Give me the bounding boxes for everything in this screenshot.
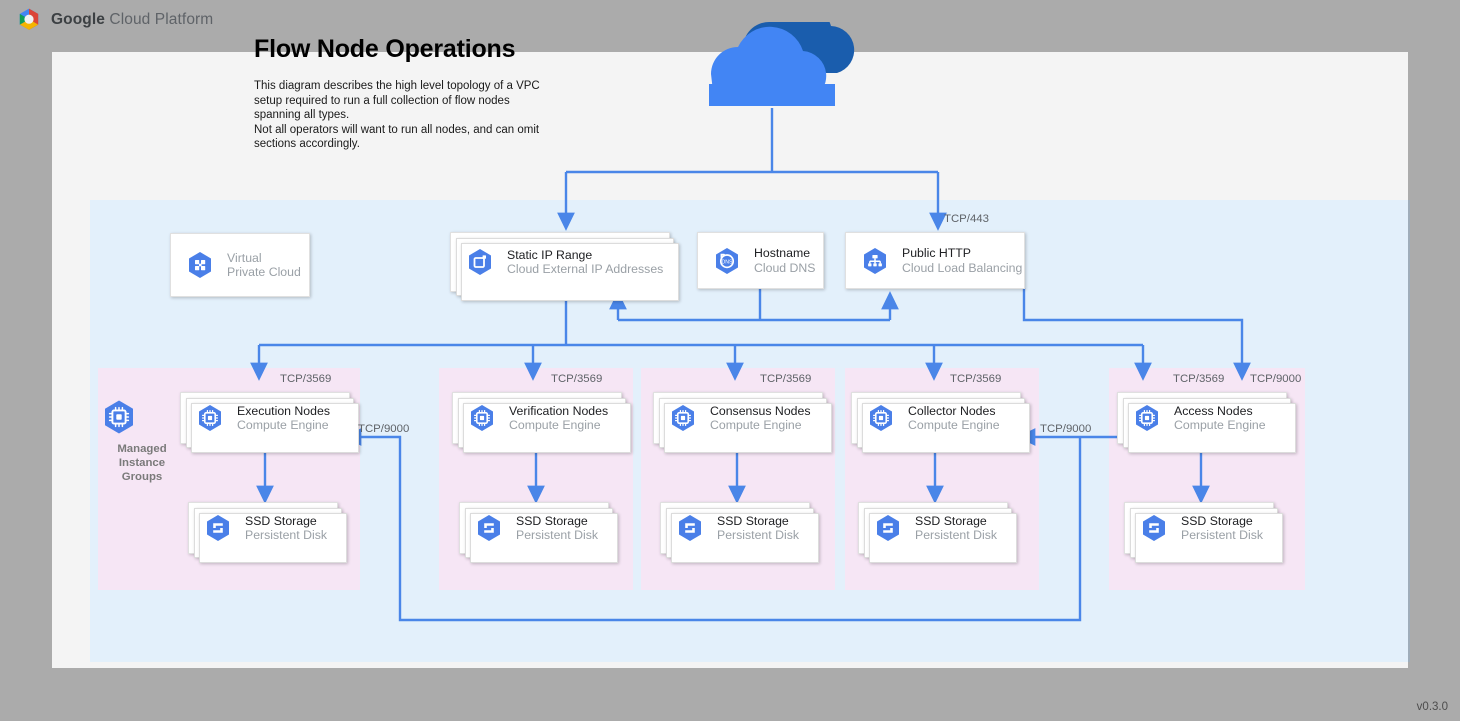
- description-line-2: Not all operators will want to run all n…: [254, 123, 540, 151]
- port-label-exec-3569: TCP/3569: [280, 373, 332, 385]
- service-card-subtitle: Cloud External IP Addresses: [507, 262, 664, 276]
- service-card-text: Virtual Private Cloud: [227, 251, 301, 280]
- service-card-text: Public HTTP Cloud Load Balancing: [902, 246, 1022, 275]
- node-card-title: Verification Nodes: [509, 403, 609, 418]
- storage-card-subtitle: Persistent Disk: [245, 528, 328, 542]
- compute-engine-icon: [100, 398, 184, 436]
- port-label-verif-3569: TCP/3569: [551, 373, 603, 385]
- storage-card-subtitle: Persistent Disk: [717, 528, 800, 542]
- node-card-text: Access Nodes Compute Engine: [1174, 404, 1266, 433]
- node-card-text: Verification Nodes Compute Engine: [509, 404, 608, 433]
- storage-card-title: SSD Storage: [1181, 513, 1253, 528]
- svg-text:DNS: DNS: [722, 259, 733, 265]
- brand-title-bold: Google: [51, 11, 105, 28]
- service-card-subtitle: Private Cloud: [227, 265, 301, 279]
- version-label: v0.3.0: [1416, 701, 1448, 713]
- port-label-coll-9000: TCP/9000: [1040, 423, 1092, 435]
- node-card-subtitle: Compute Engine: [1174, 418, 1266, 432]
- storage-card-subtitle: Persistent Disk: [1181, 528, 1264, 542]
- storage-card-text: SSD Storage Persistent Disk: [516, 514, 598, 543]
- mig-label-line-1: Managed: [117, 443, 167, 455]
- node-card-collector[interactable]: Collector Nodes Compute Engine: [851, 392, 1030, 453]
- port-label-coll-3569: TCP/3569: [950, 373, 1002, 385]
- mig-label-line-2: Instance: [118, 457, 166, 469]
- storage-card-execution[interactable]: SSD Storage Persistent Disk: [188, 502, 347, 563]
- service-card-title: Virtual: [227, 250, 262, 265]
- storage-card-text: SSD Storage Persistent Disk: [915, 514, 997, 543]
- node-card-consensus[interactable]: Consensus Nodes Compute Engine: [653, 392, 832, 453]
- managed-instance-groups-label: Managed Instance Groups: [100, 442, 184, 484]
- storage-card-consensus[interactable]: SSD Storage Persistent Disk: [660, 502, 819, 563]
- brand-title: Google Cloud Platform: [51, 11, 213, 29]
- compute-engine-icon: [1132, 403, 1162, 433]
- brand-title-rest: Cloud Platform: [105, 11, 214, 28]
- storage-card-collector[interactable]: SSD Storage Persistent Disk: [858, 502, 1017, 563]
- port-label-exec-9000: TCP/9000: [358, 423, 410, 435]
- compute-engine-icon: [195, 403, 225, 433]
- managed-instance-groups: Managed Instance Groups: [100, 398, 184, 484]
- storage-card-access[interactable]: SSD Storage Persistent Disk: [1124, 502, 1283, 563]
- description-line-1: This diagram describes the high level to…: [254, 80, 540, 122]
- port-label-access-3569: TCP/3569: [1173, 373, 1225, 385]
- node-card-subtitle: Compute Engine: [908, 418, 1000, 432]
- gcp-brand: Google Cloud Platform: [16, 7, 213, 33]
- storage-card-text: SSD Storage Persistent Disk: [717, 514, 799, 543]
- mig-label-line-3: Groups: [121, 471, 163, 483]
- compute-engine-icon: [866, 403, 896, 433]
- node-card-title: Access Nodes: [1174, 403, 1253, 418]
- vpc-panel-edge: [1408, 200, 1410, 662]
- node-card-execution[interactable]: Execution Nodes Compute Engine: [180, 392, 359, 453]
- node-card-text: Execution Nodes Compute Engine: [237, 404, 330, 433]
- load-balancing-icon: [860, 246, 890, 276]
- storage-card-title: SSD Storage: [717, 513, 789, 528]
- storage-card-text: SSD Storage Persistent Disk: [1181, 514, 1263, 543]
- cloud-dns-icon: DNS: [712, 246, 742, 276]
- storage-card-title: SSD Storage: [516, 513, 588, 528]
- external-ip-icon: [465, 247, 495, 277]
- service-card-title: Static IP Range: [507, 247, 593, 262]
- storage-card-verification[interactable]: SSD Storage Persistent Disk: [459, 502, 618, 563]
- page-description: This diagram describes the high level to…: [254, 79, 544, 152]
- service-card-subtitle: Cloud Load Balancing: [902, 260, 1023, 275]
- node-card-text: Collector Nodes Compute Engine: [908, 404, 1000, 433]
- node-card-access[interactable]: Access Nodes Compute Engine: [1117, 392, 1296, 453]
- google-cloud-hexagon-logo: [16, 7, 42, 33]
- service-card-subtitle: Cloud DNS: [754, 260, 816, 275]
- persistent-disk-icon: [474, 513, 504, 543]
- persistent-disk-icon: [873, 513, 903, 543]
- node-card-text: Consensus Nodes Compute Engine: [710, 404, 810, 433]
- port-label-cons-3569: TCP/3569: [760, 373, 812, 385]
- persistent-disk-icon: [203, 513, 233, 543]
- node-card-verification[interactable]: Verification Nodes Compute Engine: [452, 392, 631, 453]
- compute-engine-icon: [668, 403, 698, 433]
- port-label-access-9000: TCP/9000: [1250, 373, 1302, 385]
- storage-card-title: SSD Storage: [245, 513, 317, 528]
- service-card-hostname[interactable]: DNS Hostname Cloud DNS: [697, 232, 824, 289]
- node-card-title: Collector Nodes: [908, 403, 996, 418]
- service-card-virtual-private-cloud[interactable]: Virtual Private Cloud: [170, 233, 310, 297]
- persistent-disk-icon: [675, 513, 705, 543]
- service-card-title: Public HTTP: [902, 246, 972, 260]
- storage-card-subtitle: Persistent Disk: [915, 528, 998, 542]
- storage-card-text: SSD Storage Persistent Disk: [245, 514, 327, 543]
- page-title: Flow Node Operations: [254, 35, 516, 63]
- service-card-static-ip-range[interactable]: Static IP Range Cloud External IP Addres…: [450, 232, 679, 301]
- storage-card-title: SSD Storage: [915, 513, 987, 528]
- service-card-title: Hostname: [754, 246, 811, 260]
- compute-engine-icon: [467, 403, 497, 433]
- card-stack-layer: [461, 243, 679, 301]
- vpc-icon: [185, 250, 215, 280]
- service-card-public-http[interactable]: Public HTTP Cloud Load Balancing: [845, 232, 1025, 289]
- node-card-subtitle: Compute Engine: [237, 418, 329, 432]
- port-label-tcp443: TCP/443: [944, 213, 989, 225]
- node-card-subtitle: Compute Engine: [509, 418, 601, 432]
- node-card-title: Execution Nodes: [237, 403, 330, 418]
- service-card-text: Static IP Range Cloud External IP Addres…: [507, 248, 663, 277]
- persistent-disk-icon: [1139, 513, 1169, 543]
- service-card-text: Hostname Cloud DNS: [754, 246, 816, 275]
- node-card-subtitle: Compute Engine: [710, 418, 802, 432]
- internet-cloud: [681, 2, 863, 110]
- storage-card-subtitle: Persistent Disk: [516, 528, 599, 542]
- node-card-title: Consensus Nodes: [710, 403, 811, 418]
